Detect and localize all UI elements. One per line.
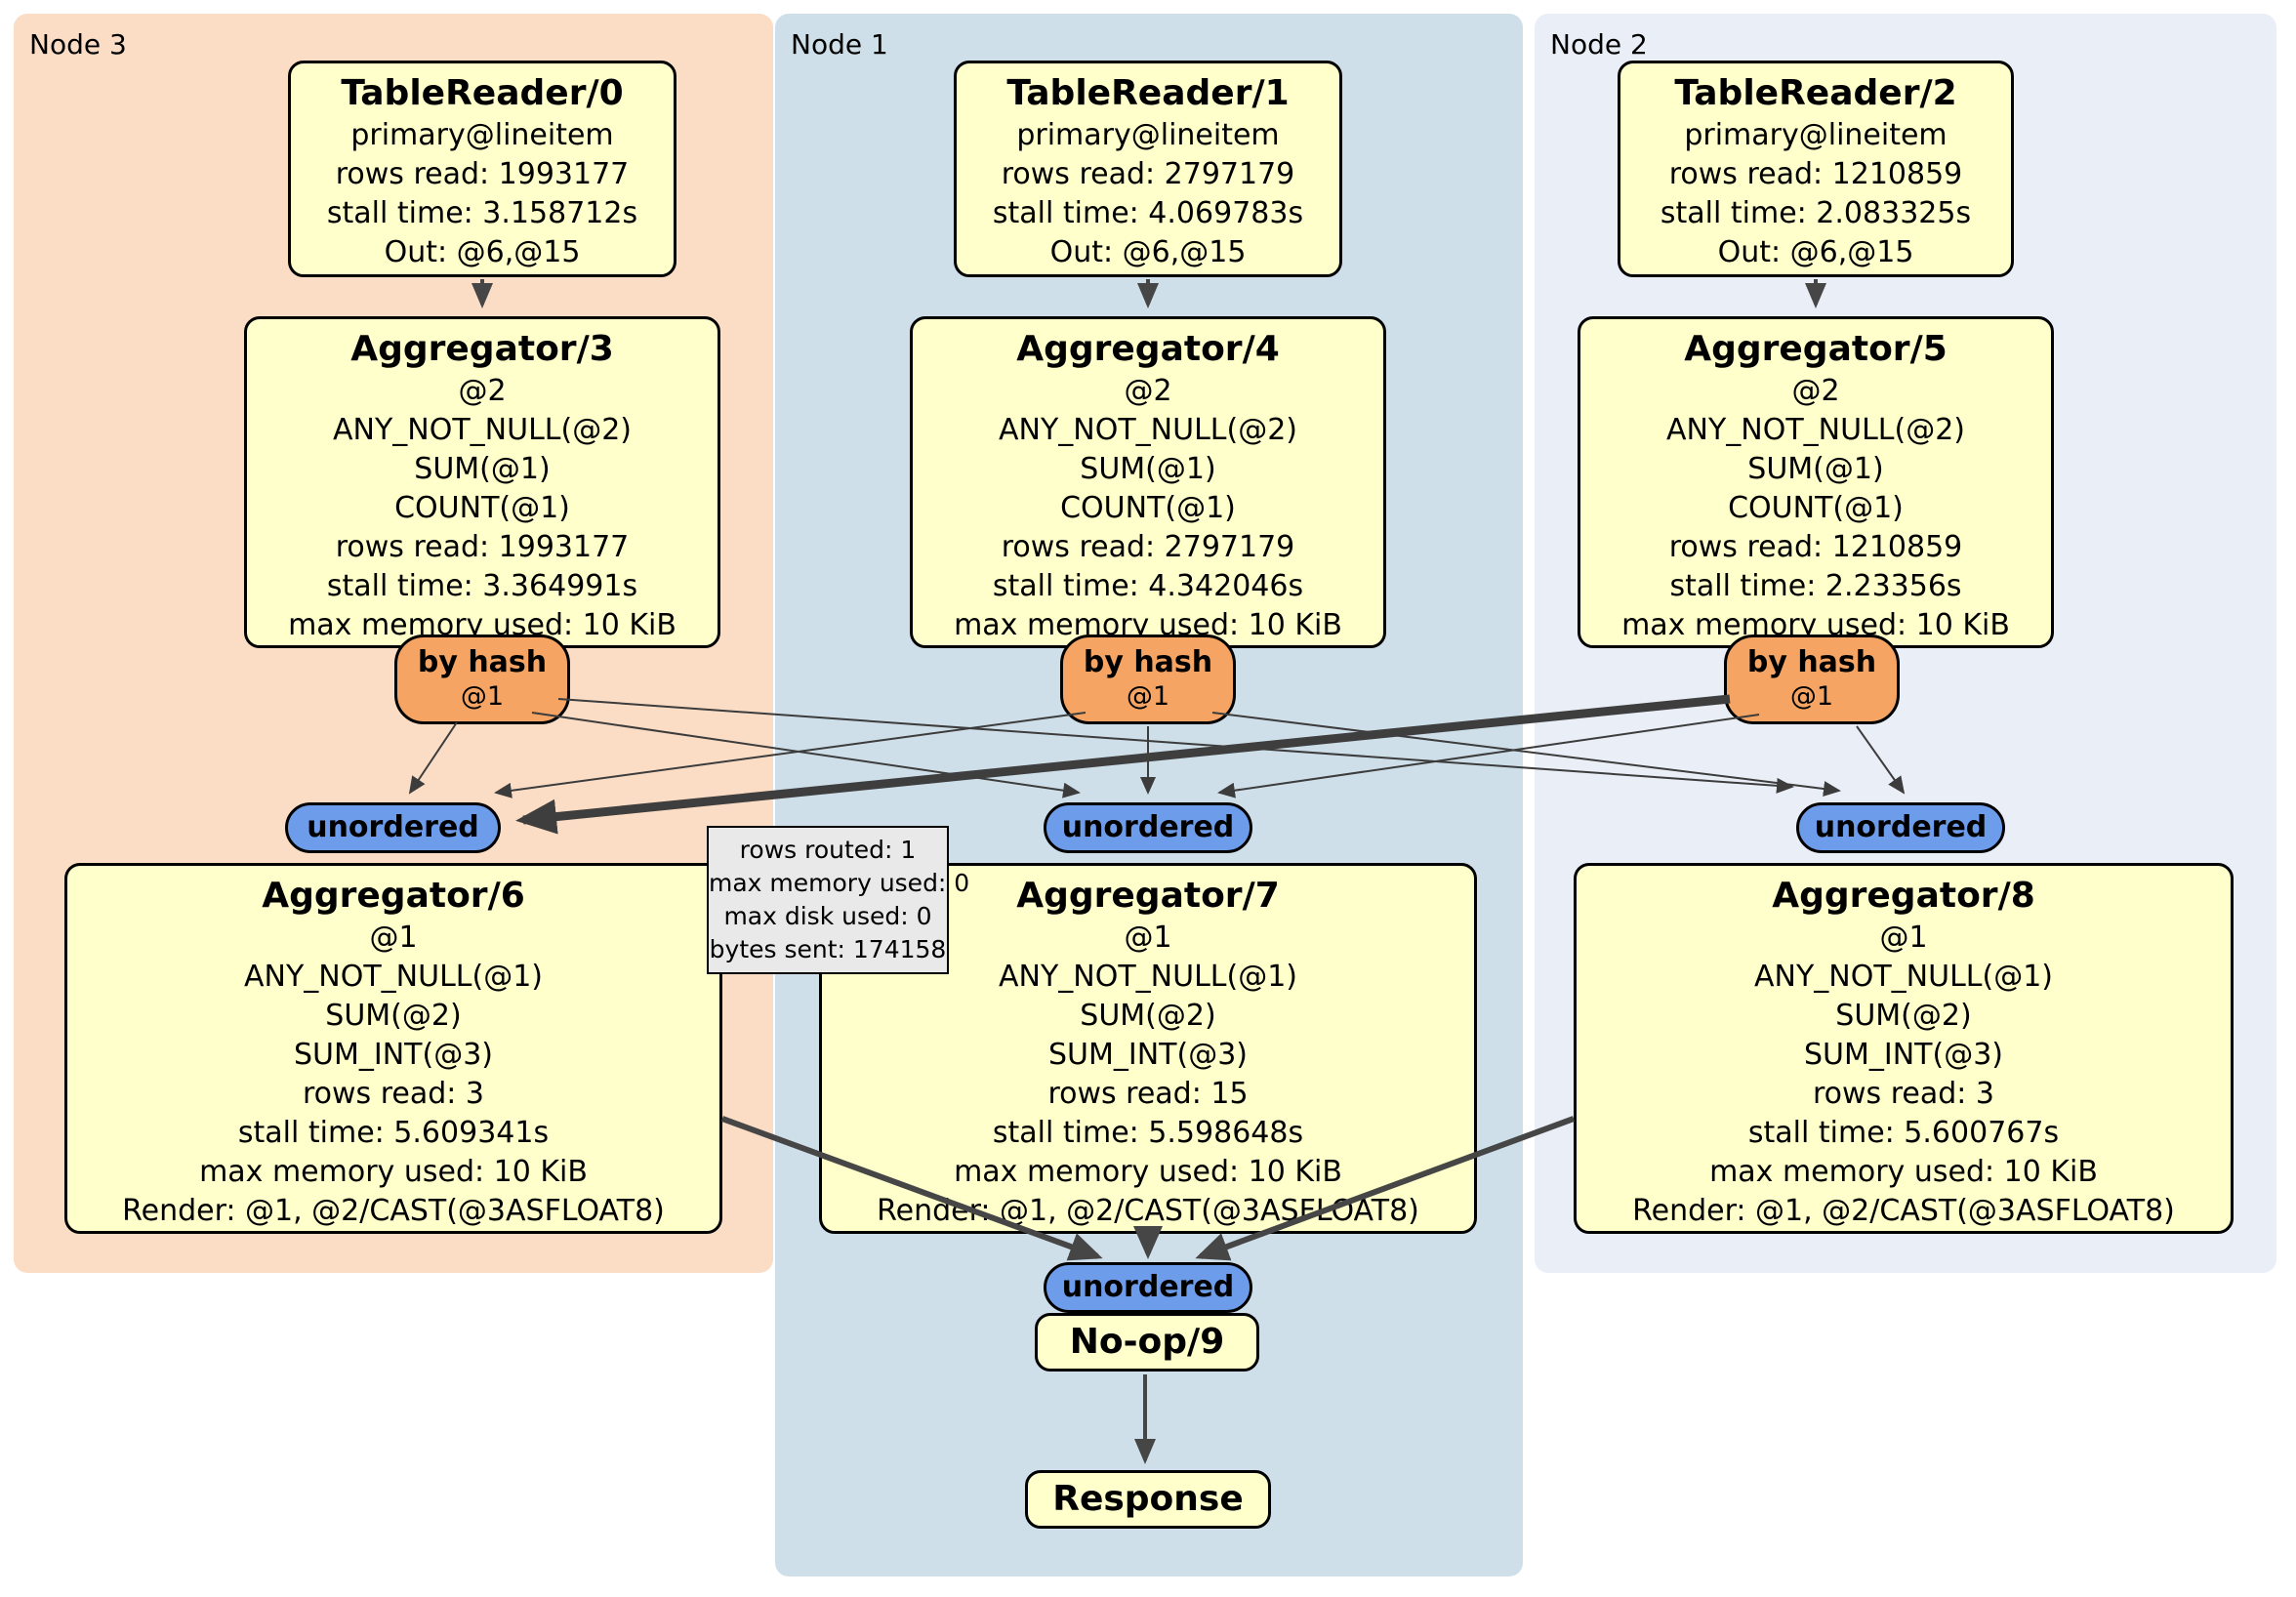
processor-aggregator-3[interactable]: Aggregator/3 @2 ANY_NOT_NULL(@2) SUM(@1)… [244,316,720,648]
processor-detail: max memory used: 10 KiB [1709,1155,2098,1189]
router-label: by hash [1746,645,1877,679]
processor-detail: SUM(@2) [1835,999,1972,1033]
processor-detail: SUM_INT(@3) [1048,1038,1248,1072]
processor-detail: @2 [1124,374,1172,408]
processor-detail: rows read: 1993177 [335,530,630,564]
processor-detail: @2 [458,374,507,408]
processor-detail: COUNT(@1) [1060,491,1236,525]
processor-detail: SUM(@1) [1080,452,1216,486]
router-by-hash-node3[interactable]: by hash @1 [394,635,570,724]
router-by-hash-node2[interactable]: by hash @1 [1724,635,1900,724]
panel-label-node2: Node 2 [1550,28,1648,61]
processor-detail: ANY_NOT_NULL(@2) [999,413,1297,447]
processor-title: TableReader/2 [1674,73,1957,113]
processor-detail: rows read: 1993177 [335,157,630,191]
processor-detail: stall time: 5.598648s [992,1116,1304,1150]
processor-noop-9[interactable]: No-op/9 [1035,1313,1259,1372]
processor-detail: primary@lineitem [1684,118,1948,152]
processor-detail: rows read: 1210859 [1668,157,1963,191]
router-detail: @1 [460,681,505,712]
processor-title: Aggregator/8 [1772,876,2035,916]
processor-tablereader-0[interactable]: TableReader/0 primary@lineitem rows read… [288,61,676,277]
processor-detail: Out: @6,@15 [1049,235,1247,269]
processor-detail: SUM(@1) [414,452,551,486]
processor-detail: SUM(@2) [325,999,462,1033]
processor-detail: max memory used: 10 KiB [954,1155,1342,1189]
processor-detail: ANY_NOT_NULL(@1) [999,960,1297,994]
processor-title: Aggregator/5 [1684,329,1948,369]
processor-detail: primary@lineitem [1016,118,1280,152]
processor-detail: stall time: 4.342046s [992,569,1304,603]
processor-detail: SUM_INT(@3) [1804,1038,2003,1072]
processor-detail: rows read: 2797179 [1001,530,1295,564]
processor-title: TableReader/1 [1006,73,1290,113]
processor-title: Aggregator/3 [350,329,614,369]
processor-detail: @1 [369,921,418,955]
sync-unordered-node3[interactable]: unordered [285,802,501,853]
tooltip-line: rows routed: 1 [739,836,917,864]
processor-title: Aggregator/7 [1016,876,1280,916]
processor-detail: max memory used: 10 KiB [199,1155,588,1189]
processor-detail: rows read: 2797179 [1001,157,1295,191]
processor-aggregator-4[interactable]: Aggregator/4 @2 ANY_NOT_NULL(@2) SUM(@1)… [910,316,1386,648]
processor-detail: ANY_NOT_NULL(@1) [244,960,543,994]
processor-detail: stall time: 5.600767s [1747,1116,2060,1150]
processor-title: Aggregator/4 [1016,329,1280,369]
tooltip-line: max memory used: 0 [709,869,970,897]
processor-detail: @1 [1124,921,1172,955]
router-label: by hash [1083,645,1213,679]
processor-title: Aggregator/6 [262,876,525,916]
processor-detail: Out: @6,@15 [1717,235,1914,269]
processor-detail: Render: @1, @2/CAST(@3ASFLOAT8) [122,1194,665,1228]
sync-unordered-final[interactable]: unordered [1044,1262,1252,1313]
processor-detail: stall time: 2.23356s [1669,569,1962,603]
processor-tablereader-2[interactable]: TableReader/2 primary@lineitem rows read… [1618,61,2014,277]
processor-detail: ANY_NOT_NULL(@2) [1666,413,1965,447]
processor-detail: stall time: 5.609341s [237,1116,550,1150]
sync-unordered-node1[interactable]: unordered [1044,802,1252,853]
processor-detail: COUNT(@1) [1728,491,1904,525]
processor-detail: stall time: 2.083325s [1660,196,1972,230]
processor-tablereader-1[interactable]: TableReader/1 primary@lineitem rows read… [954,61,1342,277]
processor-detail: ANY_NOT_NULL(@1) [1754,960,2053,994]
panel-label-node1: Node 1 [791,28,888,61]
processor-detail: rows read: 1210859 [1668,530,1963,564]
processor-aggregator-5[interactable]: Aggregator/5 @2 ANY_NOT_NULL(@2) SUM(@1)… [1578,316,2054,648]
processor-title: TableReader/0 [341,73,624,113]
processor-detail: stall time: 4.069783s [992,196,1304,230]
processor-title: Response [1052,1479,1244,1519]
processor-detail: rows read: 3 [302,1077,485,1111]
processor-detail: rows read: 15 [1047,1077,1249,1111]
processor-aggregator-6[interactable]: Aggregator/6 @1 ANY_NOT_NULL(@1) SUM(@2)… [64,863,722,1234]
processor-title: No-op/9 [1069,1322,1225,1362]
processor-detail: stall time: 3.364991s [326,569,638,603]
processor-detail: COUNT(@1) [394,491,570,525]
processor-detail: SUM(@1) [1747,452,1884,486]
router-by-hash-node1[interactable]: by hash @1 [1060,635,1236,724]
router-detail: @1 [1789,681,1834,712]
processor-detail: @1 [1879,921,1928,955]
processor-detail: SUM(@2) [1080,999,1216,1033]
sync-unordered-node2[interactable]: unordered [1796,802,2005,853]
processor-detail: rows read: 3 [1812,1077,1995,1111]
processor-aggregator-8[interactable]: Aggregator/8 @1 ANY_NOT_NULL(@1) SUM(@2)… [1574,863,2234,1234]
processor-detail: Out: @6,@15 [384,235,581,269]
tooltip-line: max disk used: 0 [723,902,932,930]
processor-detail: Render: @1, @2/CAST(@3ASFLOAT8) [877,1194,1419,1228]
processor-response[interactable]: Response [1025,1470,1271,1529]
router-label: by hash [417,645,548,679]
tooltip-line: bytes sent: 174158 [709,935,947,963]
panel-label-node3: Node 3 [29,28,127,61]
router-detail: @1 [1126,681,1170,712]
processor-detail: ANY_NOT_NULL(@2) [333,413,632,447]
processor-detail: Render: @1, @2/CAST(@3ASFLOAT8) [1632,1194,2175,1228]
stream-stats-tooltip: rows routed: 1 max memory used: 0 max di… [707,826,970,974]
processor-detail: stall time: 3.158712s [326,196,638,230]
processor-detail: SUM_INT(@3) [294,1038,493,1072]
processor-detail: primary@lineitem [350,118,614,152]
processor-detail: @2 [1791,374,1840,408]
